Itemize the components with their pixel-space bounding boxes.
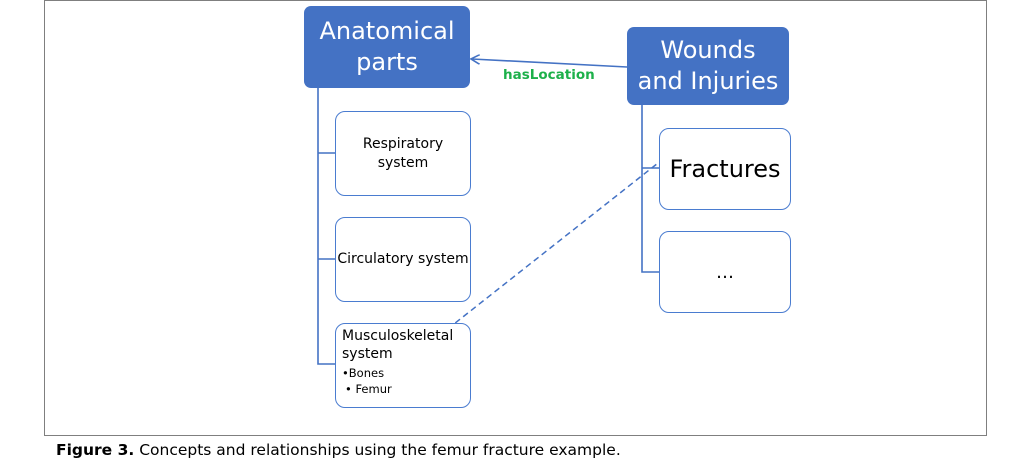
figure-caption: Figure 3. Concepts and relationships usi… (56, 441, 621, 459)
node-anatomical-line1: Anatomical (319, 17, 455, 45)
node-circulatory-label: Circulatory system (337, 251, 469, 267)
node-ellipsis: … (659, 231, 791, 313)
node-musculoskeletal-line2: system (342, 346, 393, 362)
tree-connector-wounds (641, 105, 659, 273)
caption-text: Concepts and relationships using the fem… (134, 441, 621, 459)
node-anatomical-line2: parts (356, 48, 418, 76)
tree-connector-anatomical (317, 88, 335, 365)
has-location-arrow (472, 59, 628, 68)
node-musculoskeletal-line1: Musculoskeletal (342, 328, 454, 344)
node-respiratory-line1: Respiratory (362, 135, 444, 152)
node-wounds-line1: Wounds (660, 36, 756, 64)
node-respiratory-line2: system (377, 154, 429, 171)
node-musculoskeletal-system: Musculoskeletal system •Bones • Femur (335, 323, 471, 408)
node-ellipsis-label: … (716, 261, 734, 283)
node-wounds-line2: and Injuries (637, 67, 779, 95)
node-circulatory-system: Circulatory system (335, 217, 471, 302)
caption-prefix: Figure 3. (56, 441, 135, 459)
figure-frame (44, 0, 987, 436)
edge-label-has-location: hasLocation (503, 67, 595, 83)
node-anatomical-parts: Anatomical parts (304, 6, 470, 88)
node-respiratory-system: Respiratory system (335, 111, 471, 196)
node-fractures: Fractures (659, 128, 791, 210)
node-fractures-label: Fractures (669, 154, 781, 183)
node-wounds-injuries: Wounds and Injuries (627, 27, 789, 105)
bullet-bones: •Bones (342, 366, 385, 380)
bullet-femur: • Femur (345, 382, 392, 396)
